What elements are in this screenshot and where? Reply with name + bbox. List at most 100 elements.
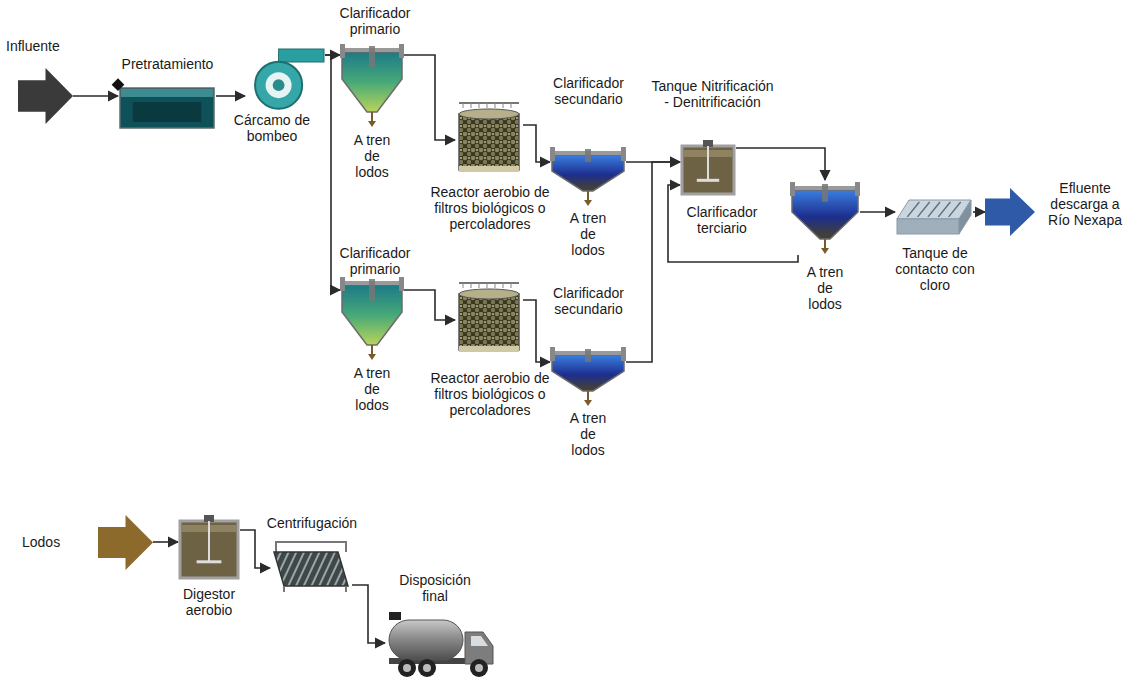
clarifier-weir [399,277,404,291]
outlet-arrow: Efluente descarga a Río Nexapa [985,188,1035,236]
node-icon [98,515,153,570]
tank-top [897,200,971,219]
centrifuge-leg [345,586,347,592]
node-label: Tanque Nitrificación - Denitrificación [650,78,775,110]
disposal-truck: Disposición final [385,610,497,678]
distributor-nozzle [479,103,480,108]
truck-wheel [398,659,416,677]
flow-arrow [973,211,985,213]
mixer-shaft [707,146,709,180]
sludge-outlet-head [584,200,592,206]
clarifier-weir [855,182,860,196]
node-label: A tren de lodos [347,132,397,180]
node-icon [550,345,626,407]
node-label: Efluente descarga a Río Nexapa [1040,180,1130,228]
truck-pump [389,612,401,620]
node-label: Clarificador terciario [672,204,772,236]
node-label: Clarificador secundario [541,75,636,107]
node-label: Cárcamo de bombeo [232,112,312,144]
distributor-nozzle [487,283,488,288]
distributor-arm [459,102,519,104]
node-label: Lodos [22,534,82,550]
node-label: Disposición final [390,572,480,604]
node-icon [118,78,216,130]
sludge-outlet-head [584,400,592,406]
secondary-clarifier: Clarificador secundarioA tren de lodos [550,345,626,407]
sludge-outlet [371,112,373,122]
baffle [938,202,950,217]
node-icon [790,180,860,255]
node-label: Digestor aerobio [168,586,250,618]
node-icon [340,42,404,128]
flow-arrow [404,290,455,320]
block-arrow [98,515,153,570]
baffle [928,202,940,217]
block-arrow [18,68,73,124]
baffle [907,202,919,217]
sludge-outlet-head [368,121,376,127]
sludge-arrow: Lodos [98,515,153,570]
distributor-nozzle [463,103,464,108]
node-label: A tren de lodos [563,410,613,458]
mixer-motor [703,140,713,147]
distributor-nozzle [503,283,504,288]
pump-volute [255,62,302,109]
node-label: Centrifugación [262,515,362,531]
primary-clarifier: Clarificador primarioA tren de lodos [340,42,404,128]
clarifier-feedwell [585,349,591,362]
sludge-outlet [371,345,373,355]
clarifier-weir [340,277,345,291]
clarifier-weir [340,44,345,58]
sludge-outlet [587,191,589,201]
distributor-nozzle [479,283,480,288]
tank-frame [180,521,238,578]
nitrification-tank: Tanque Nitrificación - Denitrificación [680,140,736,196]
tank-front [897,219,959,234]
pump-sump: Cárcamo de bombeo [245,48,325,110]
centrifuge-leg [283,586,285,592]
node-icon [895,198,973,236]
clarifier-weir [550,347,555,361]
mixer-paddle [197,560,222,563]
trickling-filter: Reactor aerobio de filtros biológicos o … [455,280,523,358]
node-label: Reactor aerobio de filtros biológicos o … [430,184,550,232]
clarifier-weir [621,347,626,361]
truck-hub [403,664,411,672]
flow-arrow [240,530,270,568]
block-arrow [985,188,1035,236]
primary-clarifier: Clarificador primarioA tren de lodos [340,275,404,361]
flow-arrow [325,55,340,290]
node-label: Tanque de contacto con cloro [880,245,990,293]
distributor-nozzle [511,283,512,288]
distributor-nozzle [463,283,464,288]
node-label: Pretratamiento [105,56,230,72]
node-icon [178,515,240,580]
tank-frame [682,146,734,194]
node-icon [550,145,626,207]
clarifier-feedwell [369,46,375,68]
distributor-nozzle [471,283,472,288]
filter-body [459,114,519,170]
centrifuge: Centrifugación [270,540,352,592]
pretreatment-tank: Pretratamiento [118,78,216,130]
baffle [918,202,930,217]
secondary-clarifier: Clarificador secundarioA tren de lodos [550,145,626,207]
sludge-outlet-head [368,354,376,360]
node-label: Reactor aerobio de filtros biológicos o … [430,370,550,418]
tank-front [133,102,202,122]
flow-arrow [153,541,178,543]
trickling-filter: Reactor aerobio de filtros biológicos o … [455,100,523,178]
truck-hub [423,664,431,672]
node-icon [18,68,73,124]
distributor-nozzle [495,283,496,288]
filter-base [459,166,519,172]
clarifier-weir [621,147,626,161]
node-icon [340,275,404,361]
clarifier-weir [790,182,795,196]
filter-body [459,294,519,350]
baffle [949,202,961,217]
node-icon [680,140,736,196]
mixer-paddle [697,179,719,182]
aerobic-digester: Digestor aerobio [178,515,240,580]
